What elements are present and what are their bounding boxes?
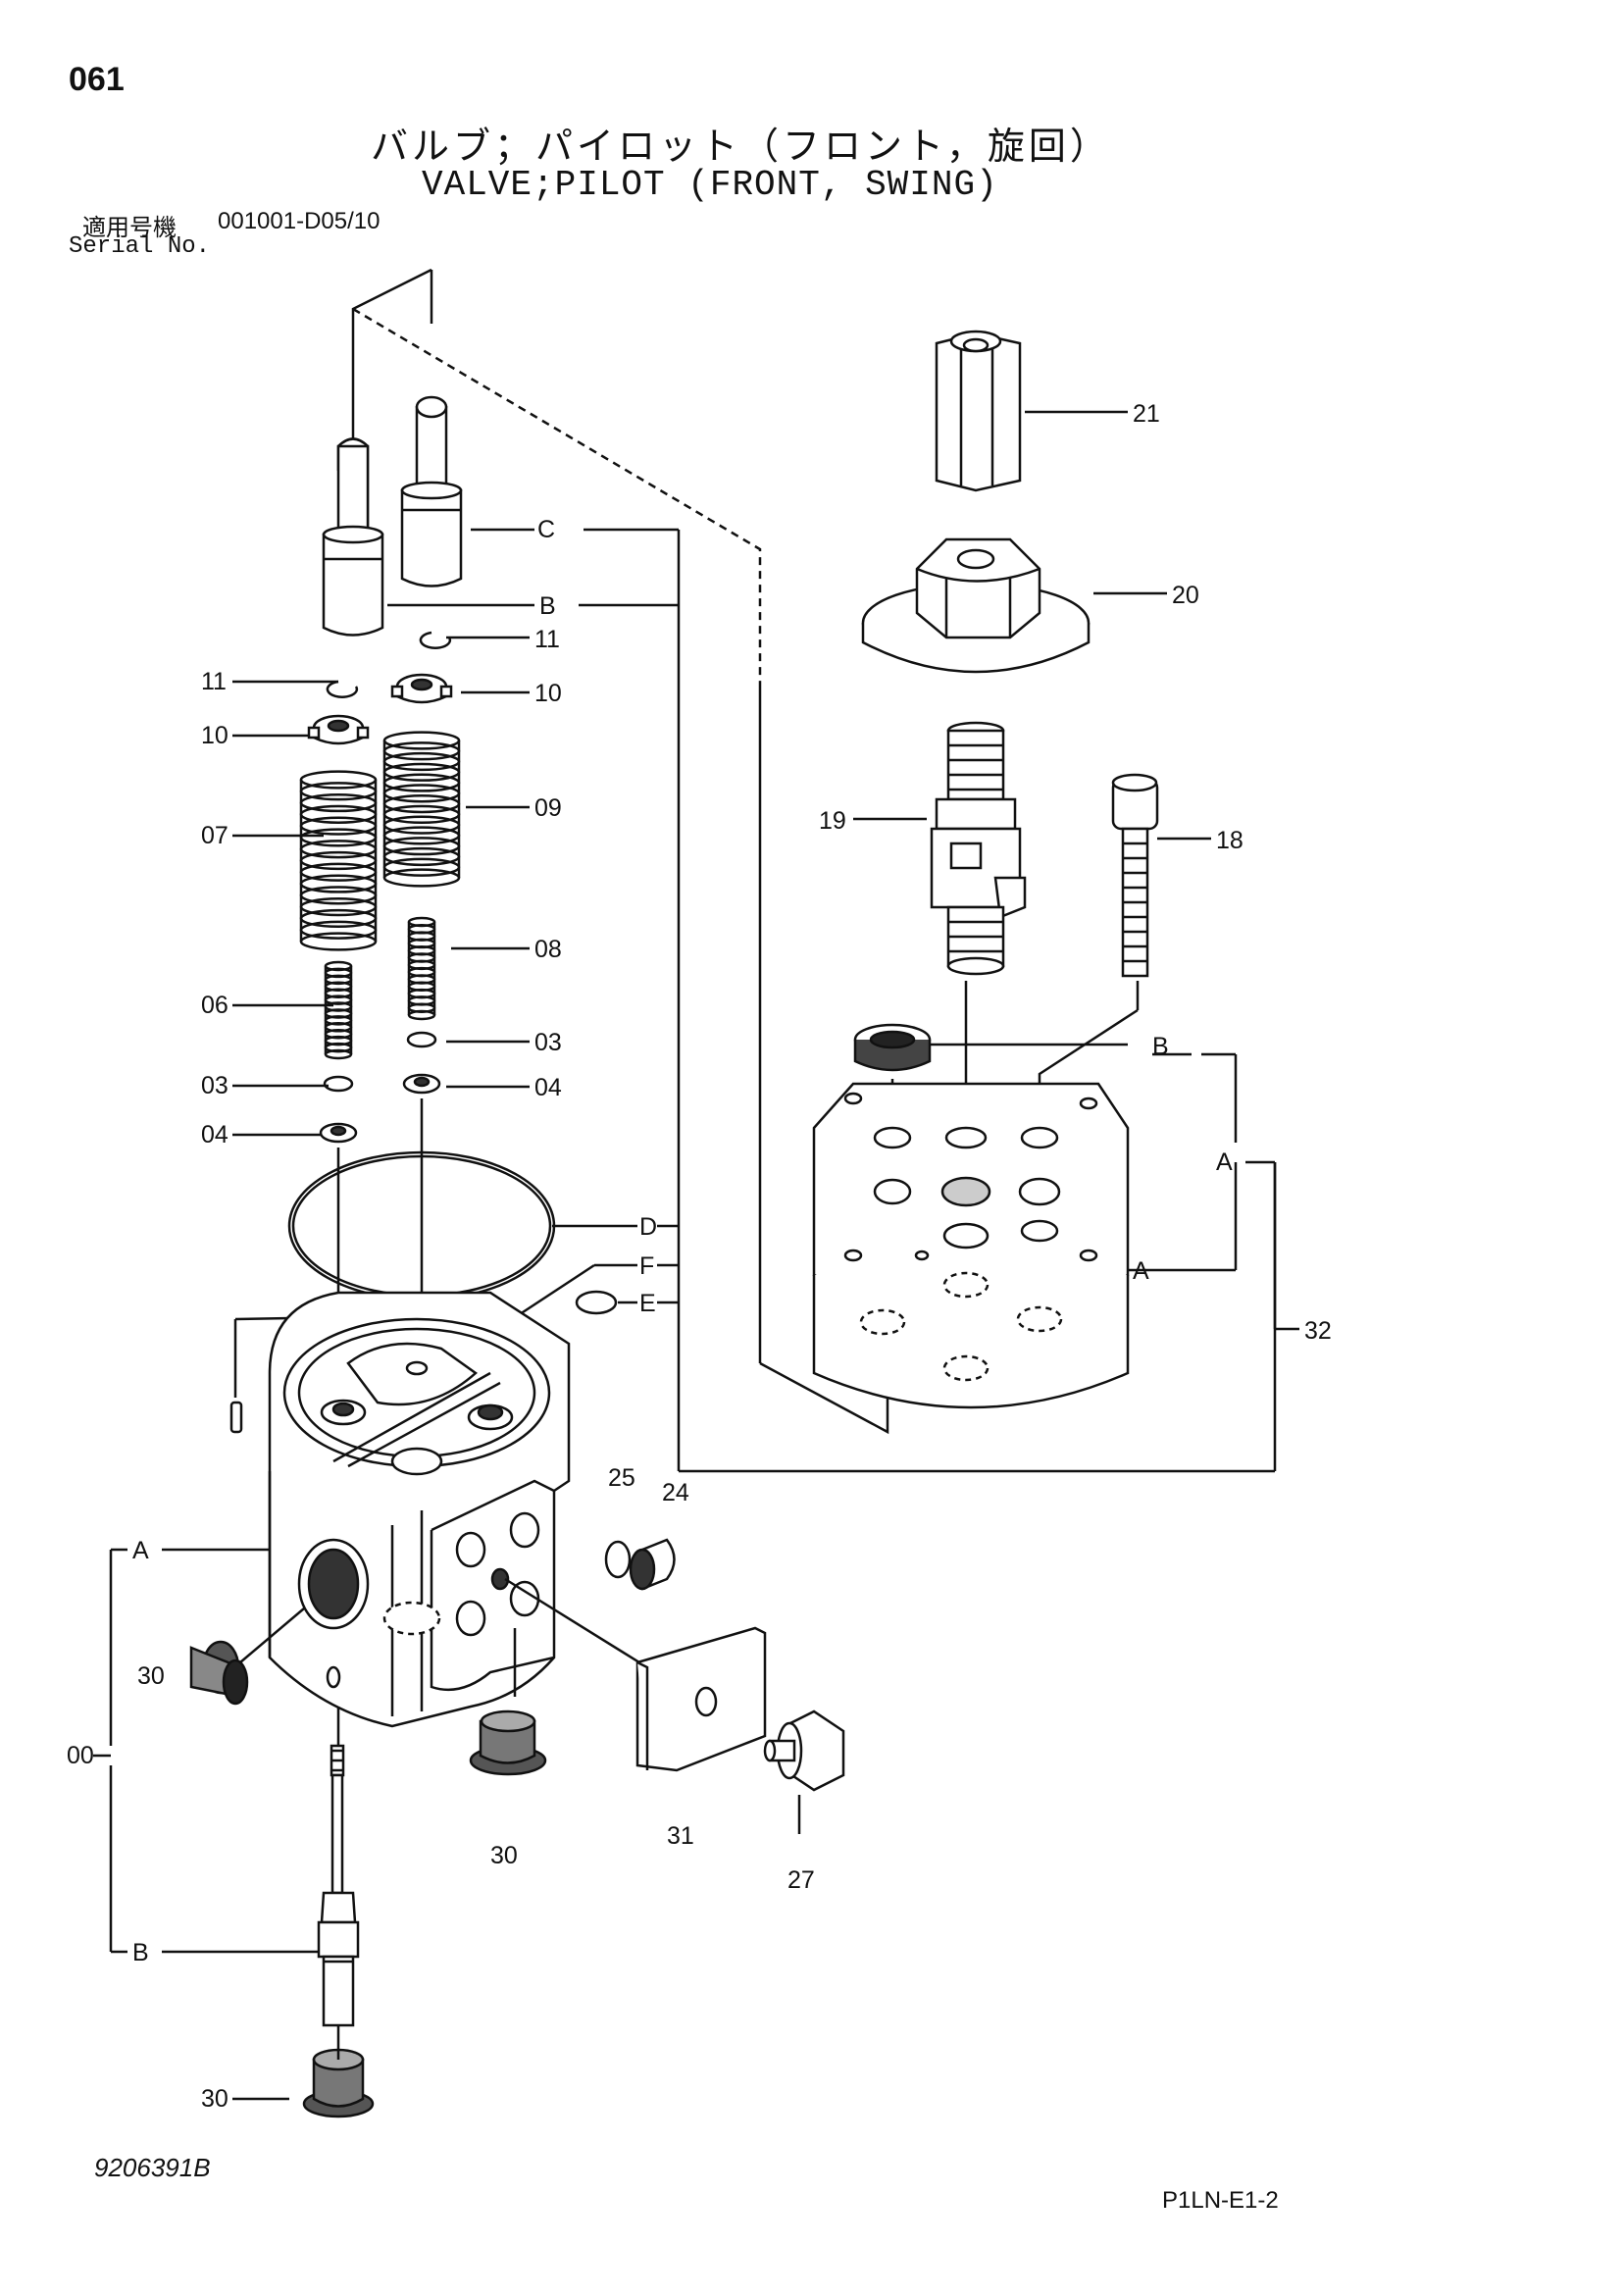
callout-10-right: 10 [534, 680, 562, 707]
spring-08 [407, 916, 436, 1021]
callout-30-bottom: 30 [490, 1842, 518, 1869]
callout-04-left: 04 [201, 1121, 228, 1148]
coupling-nut-21 [935, 330, 1022, 492]
retaining-ring-11-right [419, 631, 452, 649]
serial-label-japanese: 適用号機 [82, 215, 177, 241]
spring-06 [324, 960, 353, 1060]
callout-B-right: B [1152, 1033, 1169, 1060]
plunger-left [322, 437, 384, 637]
flange-nut-20 [861, 537, 1091, 674]
pin-F [229, 1401, 243, 1434]
title-japanese: バルブ；パイロット（フロント，旋回） [371, 127, 1111, 168]
callout-19: 19 [819, 807, 846, 835]
callout-30-lower: 30 [201, 2085, 228, 2113]
callout-10-left: 10 [201, 722, 228, 749]
washer-04-left [319, 1122, 358, 1144]
callout-D: D [639, 1213, 657, 1241]
callout-labels: 21 20 19 18 32 C B 11 11 10 10 07 09 08 … [67, 400, 1332, 2113]
valve-body [268, 1291, 571, 1728]
spring-coil [407, 1009, 436, 1021]
page-number: 061 [69, 61, 125, 98]
callout-20: 20 [1172, 582, 1199, 609]
serial-label-english: Serial No. [69, 233, 211, 260]
plug-30-bottom [469, 1709, 547, 1776]
callout-11-left: 11 [201, 668, 227, 695]
spring-coil [382, 868, 461, 888]
callout-27: 27 [787, 1866, 815, 1894]
document-number: 9206391B [94, 2153, 211, 2182]
callout-24: 24 [662, 1479, 689, 1506]
o-ring-25 [604, 1540, 632, 1579]
plug-24 [629, 1538, 676, 1591]
callout-31: 31 [667, 1822, 694, 1850]
serial-value: 001001-D05/10 [218, 208, 381, 234]
callout-07: 07 [201, 822, 228, 849]
spool-B-lower [317, 1744, 360, 2060]
callout-C: C [537, 516, 555, 543]
callout-04-right: 04 [534, 1074, 562, 1101]
callout-B-left: B [132, 1939, 149, 1966]
callout-06: 06 [201, 992, 228, 1019]
callout-30-left: 30 [137, 1662, 165, 1690]
callout-A-lower-right: A [1133, 1257, 1149, 1285]
callout-A-left: A [132, 1537, 149, 1564]
callout-F: F [639, 1252, 654, 1280]
washer-04-right [402, 1073, 441, 1095]
spring-coil [299, 932, 378, 951]
callout-11-right: 11 [534, 626, 560, 653]
seal-B-right [853, 1023, 932, 1072]
cap-screw-18 [1111, 773, 1159, 978]
spring-seat-10-left [307, 714, 370, 745]
callout-21: 21 [1133, 400, 1160, 428]
callout-03-right: 03 [534, 1029, 562, 1056]
callout-08: 08 [534, 936, 562, 963]
title-english: VALVE;PILOT (FRONT, SWING) [422, 165, 998, 205]
plug-30-side [189, 1640, 249, 1706]
o-ring-E [575, 1290, 618, 1315]
spring-09 [382, 731, 461, 888]
callout-09: 09 [534, 794, 562, 822]
callout-03-left: 03 [201, 1072, 228, 1099]
plate-31 [635, 1626, 767, 1772]
callout-18: 18 [1216, 827, 1243, 854]
plug-30-lower [302, 2048, 375, 2118]
spring-coil [324, 1048, 353, 1060]
flange-bolt-27 [763, 1709, 845, 1834]
callout-A-right: A [1216, 1148, 1233, 1176]
washer-03-right [406, 1031, 437, 1048]
callout-25: 25 [608, 1464, 635, 1492]
cam-plate-32 [812, 1082, 1130, 1409]
retaining-ring-11-left [326, 680, 359, 698]
reference-code: P1LN-E1-2 [1162, 2187, 1279, 2214]
callout-00: 00 [67, 1742, 94, 1769]
callout-E: E [639, 1290, 656, 1317]
plunger-right [400, 395, 463, 587]
washer-03-left [323, 1075, 354, 1093]
callout-B-top: B [539, 592, 556, 620]
spring-07 [299, 770, 378, 951]
callout-32: 32 [1304, 1317, 1332, 1345]
spring-seat-10-right [390, 673, 453, 704]
universal-joint-19 [930, 721, 1027, 976]
